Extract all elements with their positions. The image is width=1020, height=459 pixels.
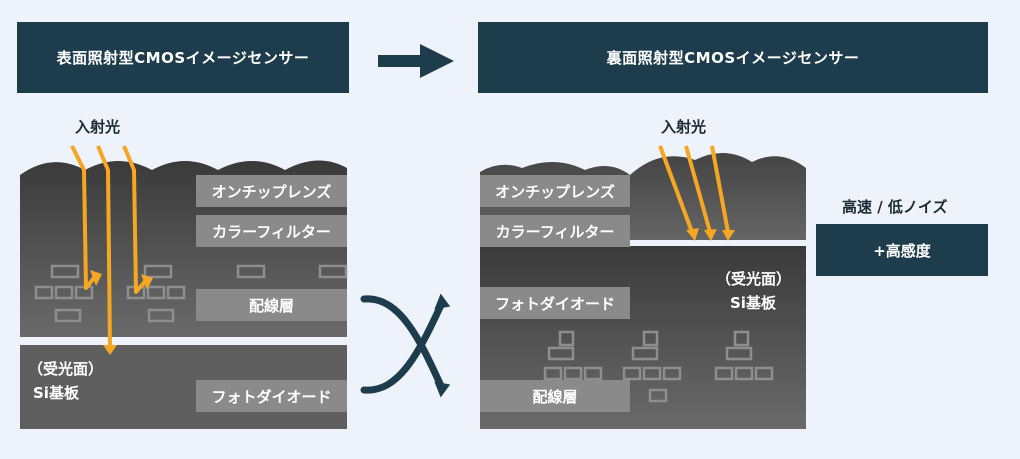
- front-light-rays: [70, 145, 150, 348]
- front-incident-light-label: 入射光: [75, 118, 121, 136]
- back-substrate-label-1: （受光面）: [716, 270, 792, 288]
- back-wiring-layer-label: 配線層: [480, 380, 630, 412]
- front-wiring-layer-label: 配線層: [196, 289, 347, 321]
- front-substrate-label-2: Si基板: [33, 384, 79, 402]
- title-transition-arrow: [378, 44, 454, 78]
- front-on-chip-lens-label: オンチップレンズ: [196, 175, 347, 207]
- swap-arrows: [360, 295, 446, 394]
- back-filter-gap: [630, 240, 806, 246]
- back-color-filter-label: カラーフィルター: [480, 215, 630, 247]
- front-title: 表面照射型CMOSイメージセンサー: [17, 22, 349, 93]
- front-photodiode-label: フォトダイオード: [196, 380, 347, 412]
- back-incident-light-label: 入射光: [661, 118, 707, 136]
- back-title: 裏面照射型CMOSイメージセンサー: [478, 22, 988, 93]
- back-photodiode-label: フォトダイオード: [480, 287, 630, 319]
- benefit-label: 高速 / 低ノイズ: [842, 198, 948, 216]
- front-wiring-structures: [34, 264, 348, 323]
- back-on-chip-lens-label: オンチップレンズ: [480, 175, 630, 207]
- back-wiring-structures: [543, 330, 774, 403]
- back-substrate-label-2: Si基板: [730, 294, 776, 312]
- back-light-arrowheads: [686, 228, 735, 241]
- front-color-filter-label: カラーフィルター: [196, 215, 347, 247]
- benefit-badge: +高感度: [816, 224, 988, 276]
- back-light-rays: [658, 145, 730, 233]
- front-light-arrowheads: [90, 270, 153, 355]
- front-substrate-label-1: （受光面）: [28, 360, 104, 378]
